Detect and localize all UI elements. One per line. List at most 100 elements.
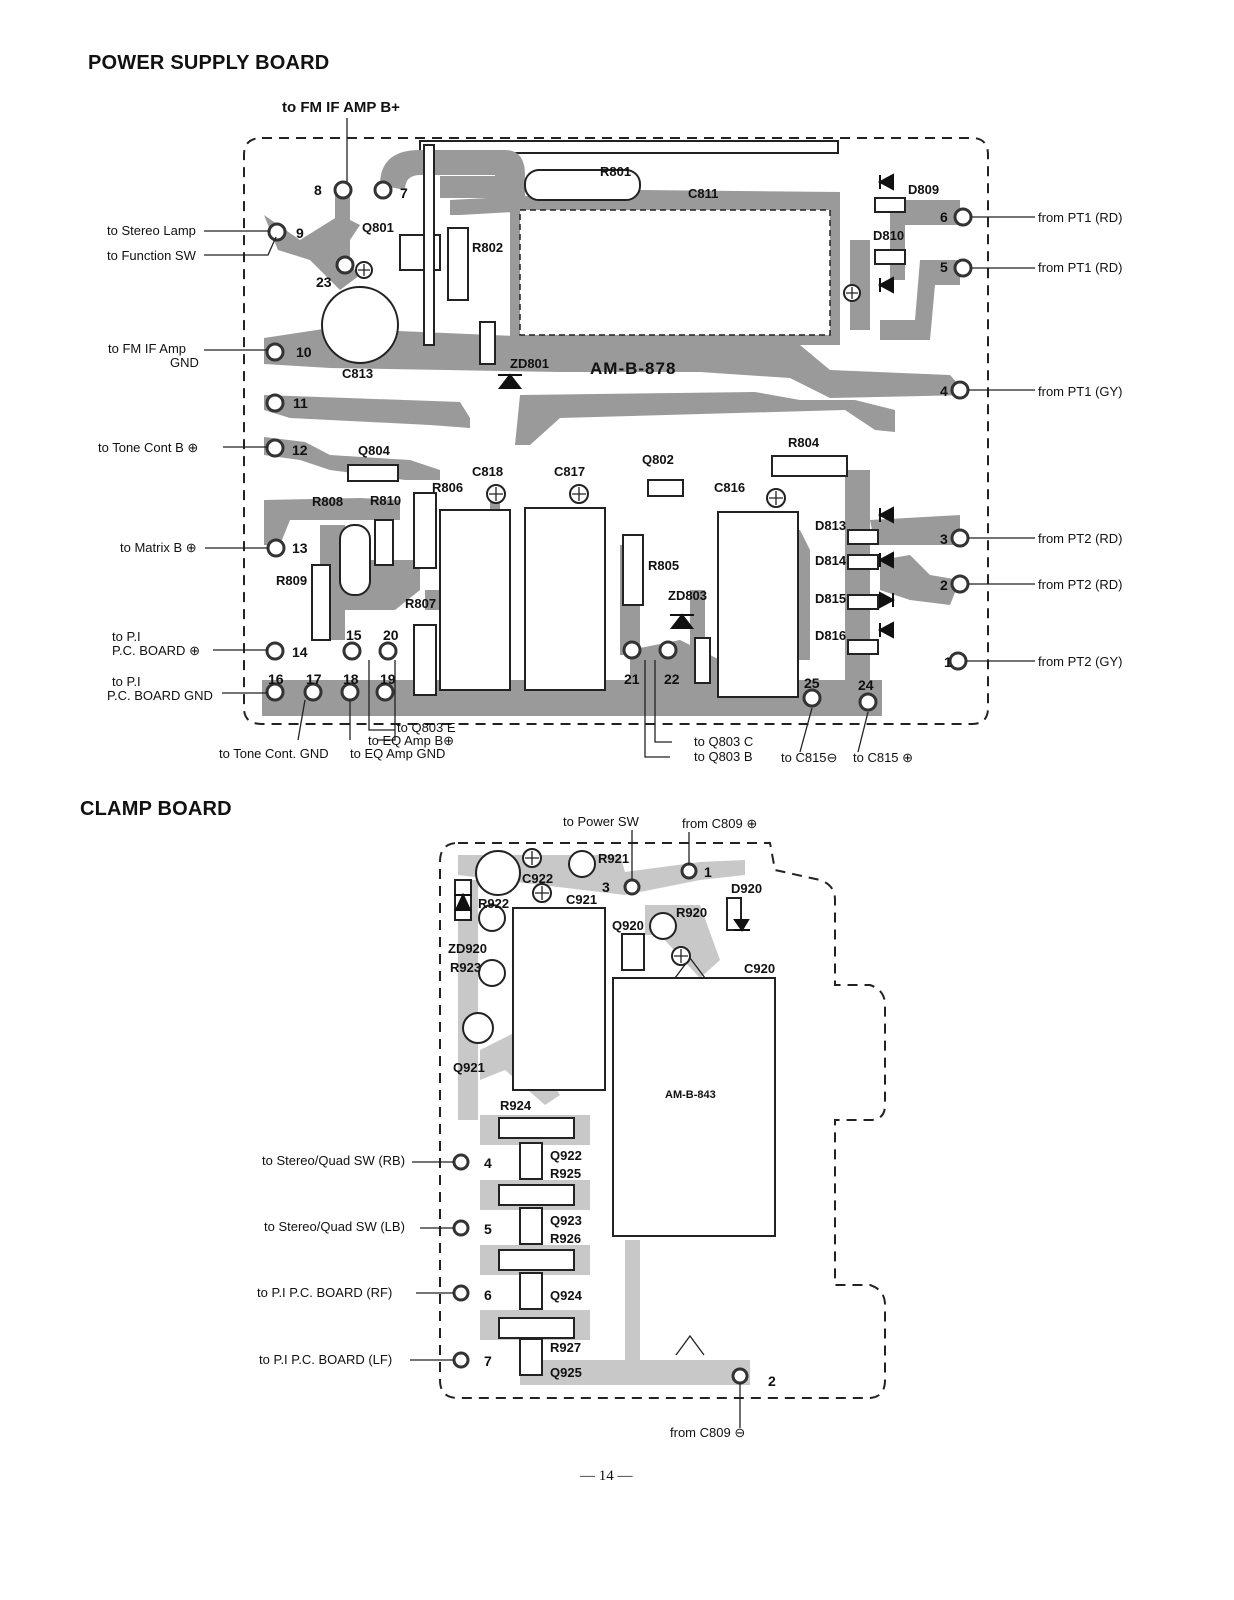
ref-c922: C922: [522, 871, 553, 886]
clamp-pin-4: 4: [484, 1155, 492, 1171]
label-stereo-quad-lb: to Stereo/Quad SW (LB): [264, 1219, 405, 1234]
ref-c921: C921: [566, 892, 597, 907]
ref-r809: R809: [276, 573, 307, 588]
ref-d814: D814: [815, 553, 847, 568]
clamp-board-title: CLAMP BOARD: [80, 798, 232, 820]
ref-r926: R926: [550, 1231, 581, 1246]
label-from-c809-minus: from C809 ⊖: [670, 1425, 746, 1440]
label-c815-minus: to C815⊖: [781, 750, 838, 765]
ref-q923: Q923: [550, 1213, 582, 1228]
label-fm-if-gnd: GND: [170, 355, 199, 370]
clamp-pin-1: 1: [704, 864, 712, 880]
ref-r810: R810: [370, 493, 401, 508]
label-eq-amp-gnd: to EQ Amp GND: [350, 746, 446, 761]
ref-r808: R808: [312, 494, 343, 509]
label-pi-board-2: to P.I: [112, 674, 141, 689]
psb-pin-3: 3: [940, 531, 948, 547]
psb-pin-11: 11: [293, 395, 308, 411]
top-label-fm-if-amp: to FM IF AMP B+: [282, 99, 400, 116]
psb-pin-10: 10: [296, 344, 312, 360]
ref-c813: C813: [342, 366, 373, 381]
ref-c818: C818: [472, 464, 503, 479]
label-pt1-gy: from PT1 (GY): [1038, 384, 1123, 399]
ref-r802: R802: [472, 240, 503, 255]
ref-r923: R923: [450, 960, 481, 975]
psb-pin-15: 15: [346, 627, 362, 643]
ref-c920: C920: [744, 961, 775, 976]
ref-r922: R922: [478, 896, 509, 911]
ref-q920: Q920: [612, 918, 644, 933]
psb-pin-2: 2: [940, 577, 948, 593]
label-pt2-rd-b: from PT2 (RD): [1038, 577, 1123, 592]
label-q803c: to Q803 C: [694, 734, 754, 749]
ref-r927: R927: [550, 1340, 581, 1355]
ref-r920: R920: [676, 905, 707, 920]
ref-zd920: ZD920: [448, 941, 487, 956]
plus-icon: ⊕: [187, 440, 199, 455]
psb-pin-5: 5: [940, 259, 948, 275]
page-number: — 14 —: [580, 1468, 633, 1484]
ref-c816: C816: [714, 480, 745, 495]
clamp-pin-6: 6: [484, 1287, 492, 1303]
psb-pin-19: 19: [380, 671, 396, 687]
psb-pin-22: 22: [664, 671, 680, 687]
psb-pin-4: 4: [940, 383, 948, 399]
ref-zd803: ZD803: [668, 588, 707, 603]
label-q803b: to Q803 B: [694, 749, 753, 764]
ref-q922: Q922: [550, 1148, 582, 1163]
psb-pin-6: 6: [940, 209, 948, 225]
label-matrix-b: to Matrix B ⊕: [120, 540, 197, 555]
ref-r924: R924: [500, 1098, 532, 1113]
clamp-pin-7: 7: [484, 1353, 492, 1369]
ref-q924: Q924: [550, 1288, 583, 1303]
clamp-pin-5: 5: [484, 1221, 492, 1237]
ref-q802: Q802: [642, 452, 674, 467]
label-pi-board-plus: P.C. BOARD ⊕: [112, 643, 200, 658]
psb-pin-13: 13: [292, 540, 308, 556]
ref-r921: R921: [598, 851, 629, 866]
ref-zd801: ZD801: [510, 356, 549, 371]
label-tone-cont-gnd: to Tone Cont. GND: [219, 746, 329, 761]
ref-d920: D920: [731, 881, 762, 896]
label-function-sw: to Function SW: [107, 248, 196, 263]
psb-pin-14: 14: [292, 644, 308, 660]
label-fm-if-amp: to FM IF Amp: [108, 341, 187, 356]
ref-d809: D809: [908, 182, 939, 197]
ref-c811: C811: [688, 186, 718, 201]
ref-r807: R807: [405, 596, 436, 611]
label-q803e: to Q803 E: [397, 720, 456, 735]
label-stereo-lamp: to Stereo Lamp: [107, 223, 196, 238]
psb-pin-18: 18: [343, 671, 359, 687]
plus-icon: ⊕: [189, 643, 200, 658]
power-supply-board-title: POWER SUPPLY BOARD: [88, 52, 330, 74]
psb-pin-20: 20: [383, 627, 399, 643]
label-tone-cont-b: to Tone Cont B ⊕: [98, 440, 199, 455]
label-power-sw: to Power SW: [563, 814, 639, 829]
minus-icon: ⊖: [826, 750, 838, 765]
psb-pin-1: 1: [944, 654, 952, 670]
label-stereo-quad-rb: to Stereo/Quad SW (RB): [262, 1153, 406, 1168]
psb-pin-23: 23: [316, 274, 332, 290]
ref-q804: Q804: [358, 443, 391, 458]
plus-icon: ⊕: [185, 540, 197, 555]
psb-board-id: AM-B-878: [590, 359, 676, 378]
label-pi-board-lf: to P.I P.C. BOARD (LF): [259, 1352, 393, 1367]
label-eq-amp-b: to EQ Amp B⊕: [368, 733, 455, 748]
clamp-pin-2: 2: [768, 1373, 776, 1389]
ref-r925: R925: [550, 1166, 581, 1181]
ref-d816: D816: [815, 628, 846, 643]
ref-q925: Q925: [550, 1365, 582, 1380]
ref-q921: Q921: [453, 1060, 485, 1075]
ref-d810: D810: [873, 228, 904, 243]
label-pt2-gy: from PT2 (GY): [1038, 654, 1123, 669]
ref-d813: D813: [815, 518, 846, 533]
psb-pin-17: 17: [306, 671, 322, 687]
psb-pin-25: 25: [804, 675, 820, 691]
ref-r801: R801: [600, 164, 631, 179]
label-pt1-rd-a: from PT1 (RD): [1038, 210, 1123, 225]
psb-pin-16: 16: [268, 671, 284, 687]
ref-r805: R805: [648, 558, 679, 573]
psb-pin-24: 24: [858, 677, 874, 693]
psb-pin-21: 21: [624, 671, 640, 687]
